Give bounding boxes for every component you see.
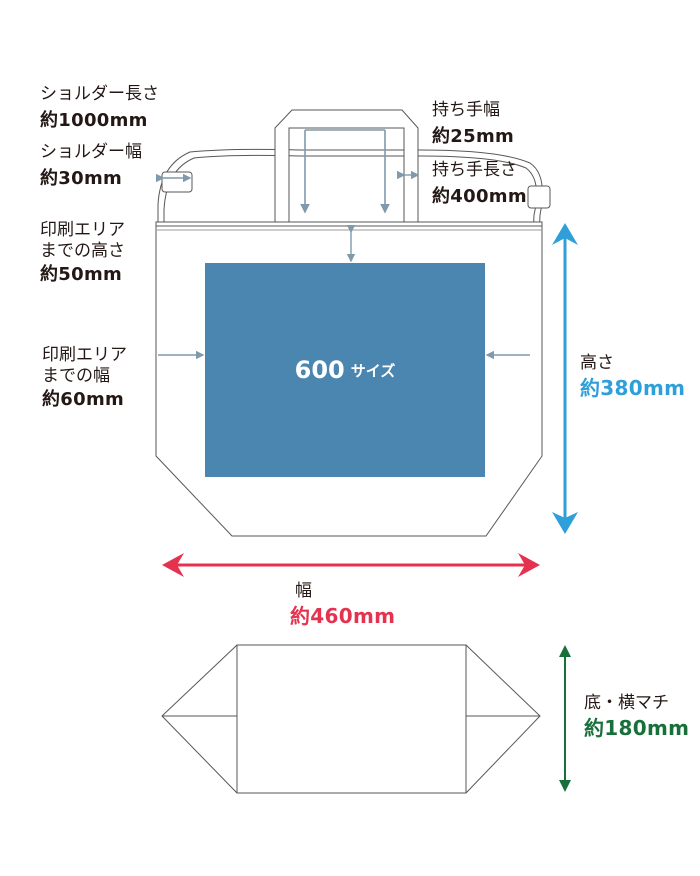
height-value: 約380mm <box>580 376 686 400</box>
gusset-title: 底・横マチ <box>584 693 669 713</box>
handle-length-title: 持ち手長さ <box>432 160 517 180</box>
handle-width-title: 持ち手幅 <box>432 100 500 120</box>
print-area-width-line2: までの幅 <box>42 366 110 386</box>
shoulder-width-label: ショルダー幅 約30mm <box>40 144 142 188</box>
handle-length-arrows <box>300 129 390 214</box>
handle <box>274 109 419 223</box>
width-title: 幅 <box>295 581 312 601</box>
gusset-label: 底・横マチ 約180mm <box>584 693 690 740</box>
handle-width-label: 持ち手幅 約25mm <box>432 102 514 146</box>
height-arrow <box>552 223 578 534</box>
width-label: 幅 約460mm <box>290 581 420 628</box>
height-title: 高さ <box>580 353 614 373</box>
shoulder-width-title: ショルダー幅 <box>40 142 142 162</box>
print-area-height-label: 印刷エリア までの高さ 約50mm <box>40 222 125 284</box>
print-area <box>205 263 485 477</box>
print-area-height-value: 約50mm <box>40 264 123 285</box>
shoulder-width-value: 約30mm <box>40 168 123 189</box>
shoulder-length-label: ショルダー長さ 約1000mm <box>40 86 159 130</box>
gusset-arrow <box>559 645 571 792</box>
print-size-number: 600 <box>294 356 345 384</box>
handle-length-value: 約400mm <box>432 186 527 207</box>
height-label: 高さ 約380mm <box>580 353 686 400</box>
gusset-bottom-view <box>161 644 541 794</box>
shoulder-length-value: 約1000mm <box>40 110 148 131</box>
print-area-width-value: 約60mm <box>42 389 125 410</box>
print-area-width-label: 印刷エリア までの幅 約60mm <box>42 347 127 409</box>
print-area-label: 600 サイズ <box>205 263 485 477</box>
width-arrow <box>162 553 540 577</box>
print-area-height-line2: までの高さ <box>40 241 125 261</box>
handle-length-label: 持ち手長さ 約400mm <box>432 162 527 206</box>
width-value: 約460mm <box>290 604 396 628</box>
print-size-suffix: サイズ <box>350 361 396 380</box>
print-area-width-line1: 印刷エリア <box>42 345 127 365</box>
shoulder-length-title: ショルダー長さ <box>40 84 159 104</box>
print-area-height-line1: 印刷エリア <box>40 220 125 240</box>
handle-width-value: 約25mm <box>432 126 515 147</box>
gusset-value: 約180mm <box>584 716 690 740</box>
